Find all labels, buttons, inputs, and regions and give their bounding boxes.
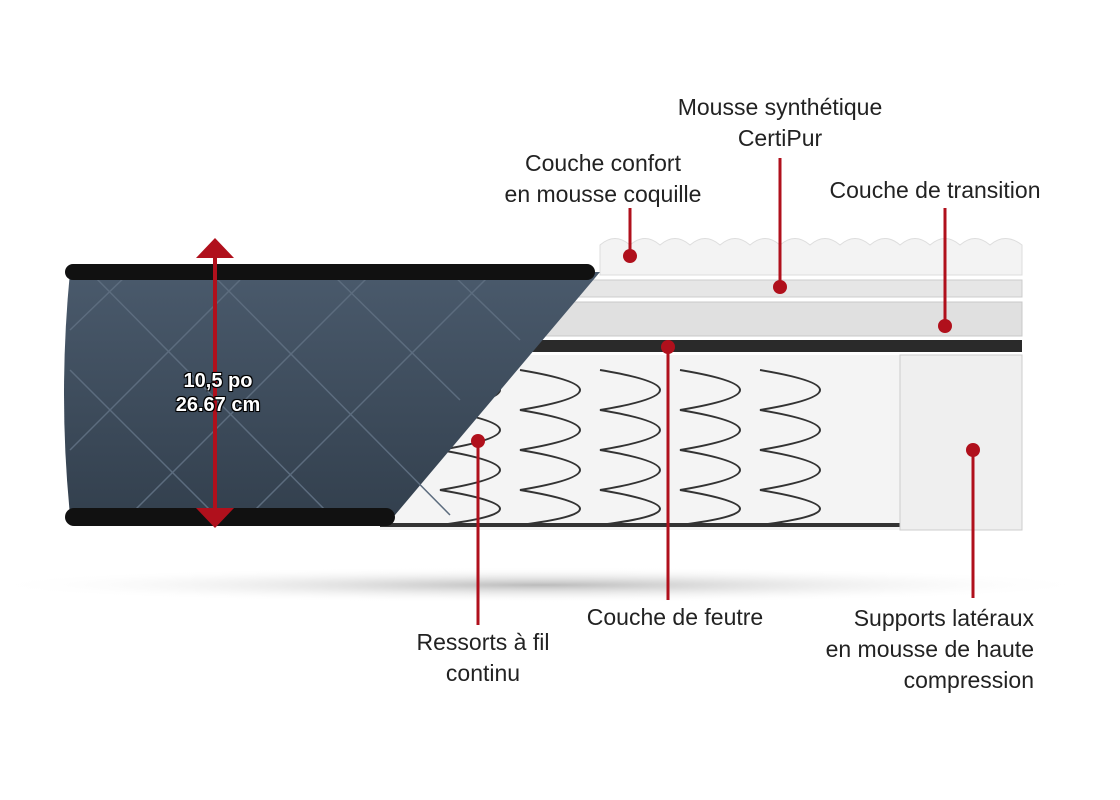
floor-shadow: [0, 567, 1100, 603]
label-line: Couche de transition: [829, 177, 1041, 203]
certipur-layer: [574, 279, 1023, 298]
label-line: en mousse coquille: [504, 181, 702, 207]
side-support-foam: [899, 354, 1023, 531]
felt-layer: [520, 340, 1022, 352]
label-line: en mousse de haute: [825, 636, 1034, 662]
callout-side: [966, 443, 980, 598]
height-dimension-label: 10,5 po 26.67 cm: [150, 369, 286, 417]
label-springs: Ressorts à fil continu: [380, 627, 586, 689]
callout-comfort: [623, 208, 637, 263]
height-dimension-arrow: [196, 238, 234, 528]
callout-transition: [938, 208, 952, 333]
callout-springs: [471, 434, 485, 625]
top-edge-band: [65, 264, 595, 280]
callout-felt: [661, 340, 675, 600]
label-line: Supports latéraux: [853, 605, 1034, 631]
label-transition: Couche de transition: [800, 175, 1070, 206]
label-comfort: Couche confort en mousse coquille: [470, 148, 736, 210]
label-line: Couche de feutre: [586, 604, 764, 630]
height-cm: 26.67 cm: [175, 394, 261, 416]
mattress-cover: [64, 272, 600, 515]
label-line: CertiPur: [737, 125, 823, 151]
label-line: Mousse synthétique: [677, 94, 883, 120]
callout-certipur: [773, 158, 787, 294]
label-line: Couche confort: [525, 150, 681, 176]
label-side-supports: Supports latéraux en mousse de haute com…: [760, 603, 1034, 696]
transition-layer: [544, 301, 1023, 337]
label-line: compression: [903, 667, 1034, 693]
label-felt: Couche de feutre: [560, 602, 790, 633]
height-inches: 10,5 po: [183, 370, 253, 392]
comfort-foam-layer: [599, 238, 1023, 276]
quilting-pattern: [69, 271, 521, 516]
label-certipur: Mousse synthétique CertiPur: [640, 92, 920, 154]
label-line: Ressorts à fil: [416, 629, 550, 655]
bottom-edge-band: [65, 508, 395, 526]
label-line: continu: [445, 660, 521, 686]
